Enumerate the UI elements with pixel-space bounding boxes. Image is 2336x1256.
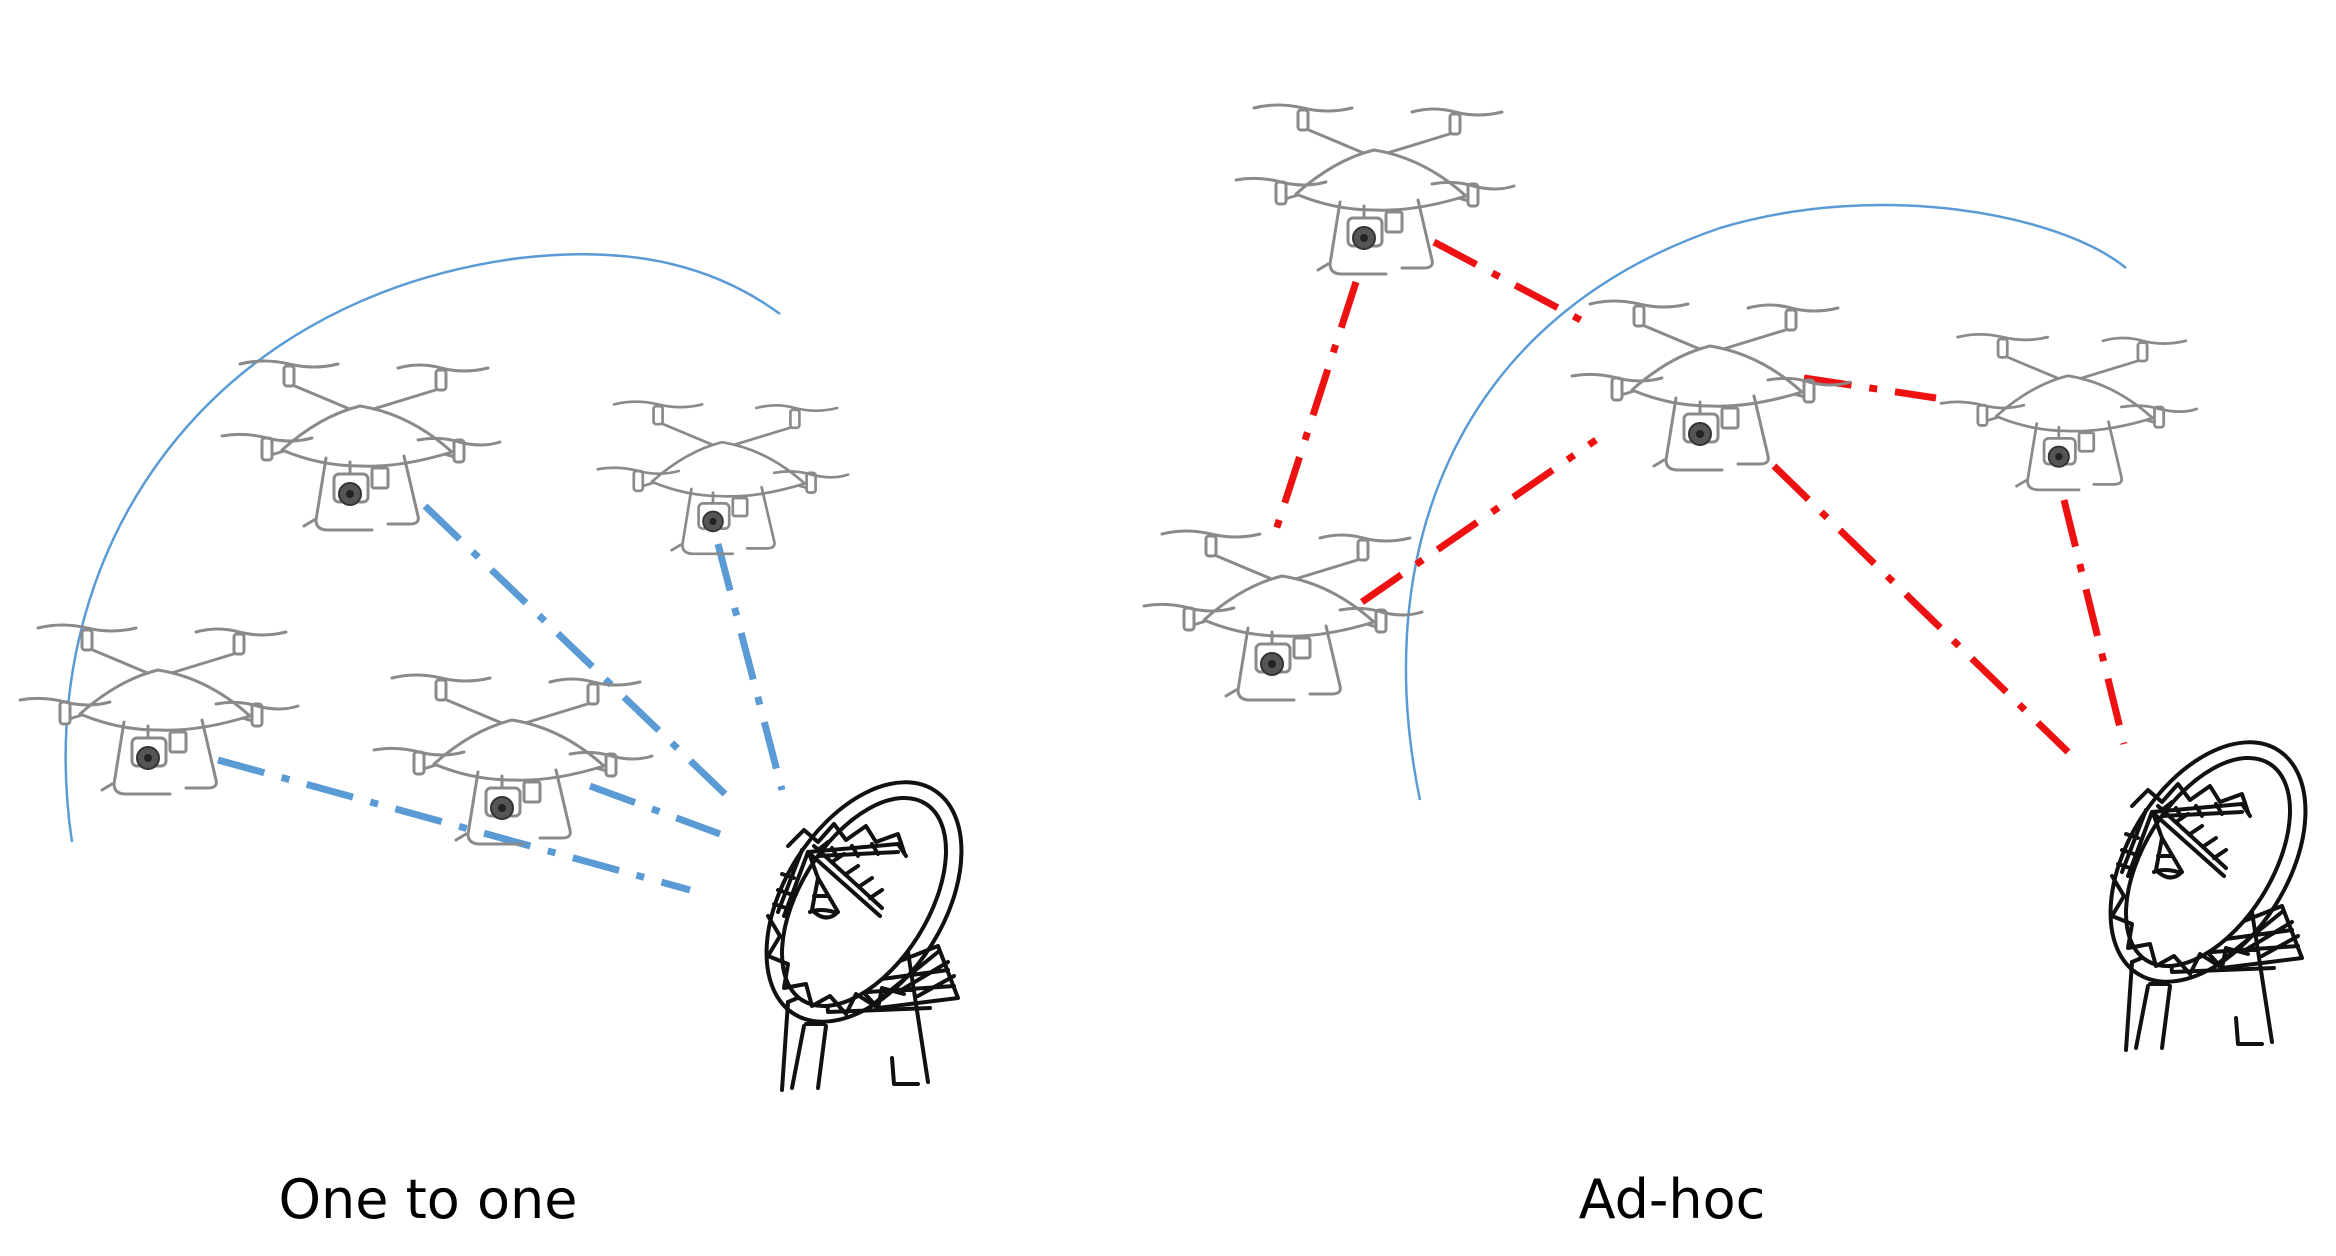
coverage-arc-left: [64, 252, 781, 843]
direct-links: [217, 503, 786, 894]
mesh-links: [1272, 238, 2128, 755]
link-drone-4-station: [588, 782, 722, 838]
link-top-drone-left-drone: [1272, 280, 1360, 532]
link-center-drone-station: [1771, 463, 2071, 755]
adhoc-panel: [1142, 103, 2336, 1052]
link-right-drone-station: [2060, 499, 2128, 745]
caption-ad-hoc: Ad-hoc: [1578, 1168, 1766, 1231]
drone-4: [372, 673, 654, 846]
link-top-drone-center-drone: [1432, 238, 1594, 330]
drone-left: [1142, 529, 1424, 702]
drone-top: [1234, 103, 1516, 276]
link-drone-1-station: [422, 503, 728, 797]
drone-right: [1939, 332, 2199, 492]
one-to-one-panel: [18, 252, 1004, 1092]
ground-station-left: [724, 745, 1004, 1092]
caption-one-to-one: One to one: [278, 1168, 578, 1231]
link-drone-3-station: [217, 756, 691, 894]
drone-center: [1570, 299, 1852, 472]
drone-2: [596, 400, 850, 556]
link-left-drone-center-drone: [1360, 437, 1598, 605]
drone-1: [220, 359, 502, 532]
link-center-drone-right-drone: [1803, 374, 1937, 402]
coverage-arc-right: [1404, 203, 2127, 801]
ground-station-right: [2068, 705, 2336, 1052]
link-drone-2-station: [714, 543, 786, 791]
